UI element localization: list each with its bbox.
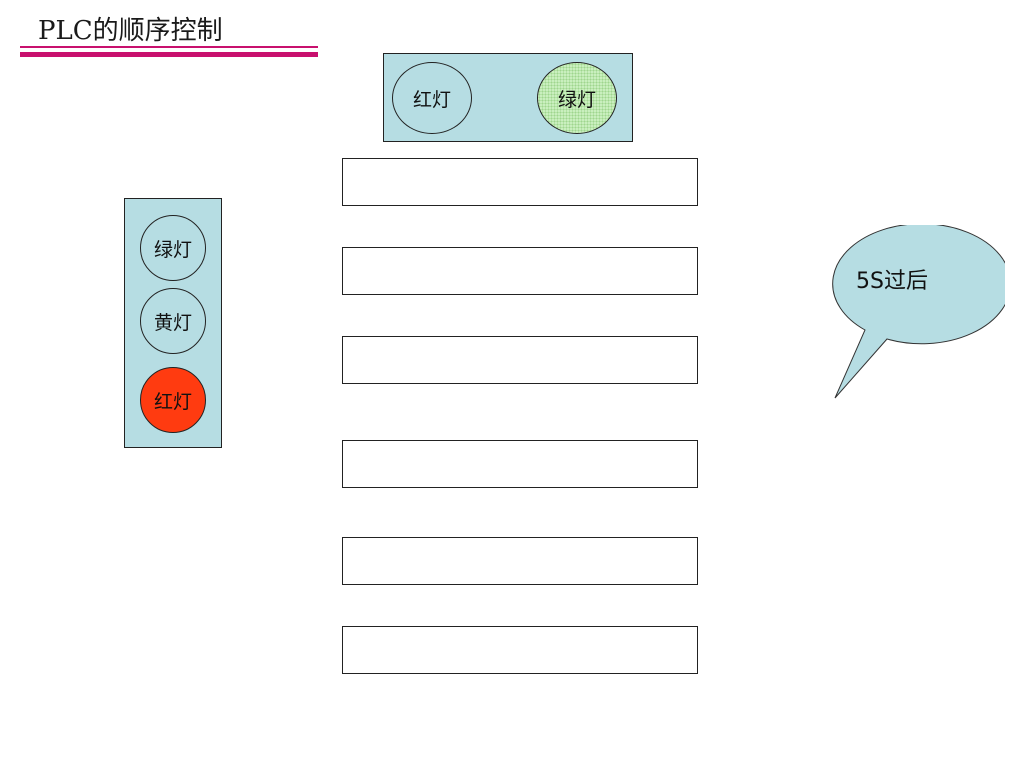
top-red-lamp: 红灯 [392, 62, 472, 134]
side-yellow-lamp-label: 黄灯 [153, 311, 192, 334]
side-yellow-lamp: 黄灯 [140, 288, 206, 354]
top-green-lamp: 绿灯 [537, 62, 617, 134]
top-traffic-signal: 红灯 绿灯 [383, 53, 633, 142]
callout-text: 5S过后 [856, 269, 928, 294]
callout-bubble [832, 225, 1005, 399]
side-green-lamp: 绿灯 [140, 215, 206, 281]
title-underline-thick [20, 52, 318, 57]
step-box-2 [342, 247, 698, 295]
step-box-3 [342, 336, 698, 384]
step-box-4 [342, 440, 698, 488]
step-box-6 [342, 626, 698, 674]
title-underline-thin [20, 46, 318, 48]
step-box-5 [342, 537, 698, 585]
side-red-lamp-label: 红灯 [153, 390, 192, 413]
side-red-lamp: 红灯 [140, 367, 206, 433]
top-red-lamp-label: 红灯 [412, 88, 451, 111]
top-green-lamp-label: 绿灯 [557, 88, 596, 111]
step-box-1 [342, 158, 698, 206]
slide-title: PLC的顺序控制 [38, 16, 223, 46]
side-traffic-signal: 绿灯 黄灯 红灯 [124, 198, 222, 448]
side-green-lamp-label: 绿灯 [153, 238, 192, 261]
